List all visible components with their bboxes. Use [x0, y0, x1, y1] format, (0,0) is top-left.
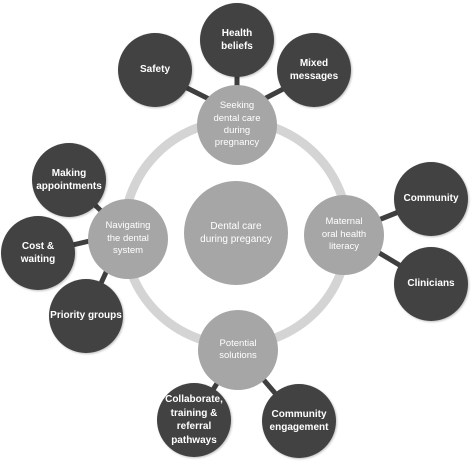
- leaf-community: Community: [394, 162, 468, 236]
- leaf-cost-waiting: Cost & waiting: [1, 216, 75, 290]
- center-label: Dental care during pregancy: [200, 220, 272, 246]
- hub-seeking-dental-care: Seeking dental care during pregnancy: [197, 85, 277, 165]
- leaf-priority-groups: Priority groups: [49, 279, 123, 353]
- hub-label: Maternal oral health literacy: [321, 216, 367, 253]
- leaf-safety: Safety: [118, 33, 192, 107]
- leaf-collaborate-training-referral: Collaborate, training & referral pathway…: [157, 383, 231, 457]
- leaf-label: Priority groups: [50, 310, 122, 322]
- hub-maternal-oral-health-literacy: Maternal oral health literacy: [304, 195, 384, 275]
- leaf-label: Making appointments: [36, 167, 102, 193]
- hub-potential-solutions: Potential solutions: [198, 310, 278, 390]
- leaf-clinicians: Clinicians: [394, 247, 468, 321]
- leaf-health-beliefs: Health beliefs: [200, 3, 274, 77]
- leaf-label: Mixed messages: [289, 57, 339, 83]
- leaf-community-engagement: Community engagement: [262, 384, 336, 458]
- leaf-label: Health beliefs: [221, 27, 253, 53]
- leaf-label: Community engagement: [269, 408, 329, 434]
- center-node: Dental care during pregancy: [184, 181, 288, 285]
- leaf-label: Cost & waiting: [20, 240, 56, 266]
- hub-navigating-dental-system: Navigating the dental system: [88, 199, 168, 279]
- hub-label: Navigating the dental system: [105, 220, 151, 257]
- hub-label: Potential solutions: [219, 337, 257, 361]
- leaf-label: Community: [403, 193, 459, 205]
- leaf-label: Safety: [139, 64, 170, 76]
- hub-label: Seeking dental care during pregnancy: [213, 100, 261, 149]
- leaf-mixed-messages: Mixed messages: [277, 33, 351, 107]
- leaf-label: Clinicians: [407, 278, 455, 290]
- leaf-label: Collaborate, training & referral pathway…: [165, 394, 223, 446]
- leaf-making-appointments: Making appointments: [32, 143, 106, 217]
